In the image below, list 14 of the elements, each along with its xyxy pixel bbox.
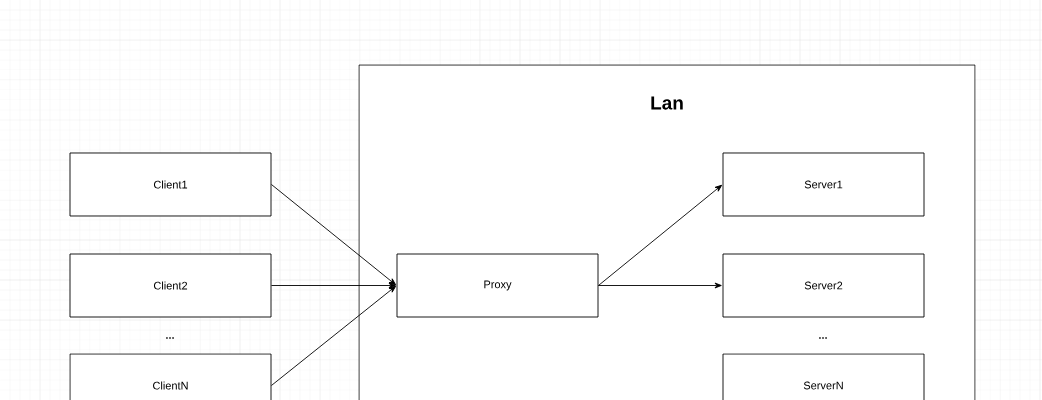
process-box: Client1: [69, 152, 272, 217]
process-box: Server2: [722, 253, 925, 318]
arrow: [271, 282, 396, 289]
process-box: Client2: [69, 253, 272, 318]
arrow: [271, 285, 397, 386]
ellipsis-label: ...: [166, 337, 174, 339]
process-box: ClientN: [69, 353, 272, 400]
process-box: Proxy: [396, 253, 599, 318]
arrow: [271, 184, 397, 286]
ellipsis-label: ...: [819, 337, 827, 339]
process-box: Server1: [722, 152, 925, 217]
arrow: [598, 282, 722, 289]
process-box: ServerN: [722, 353, 925, 400]
arrow: [598, 184, 723, 286]
